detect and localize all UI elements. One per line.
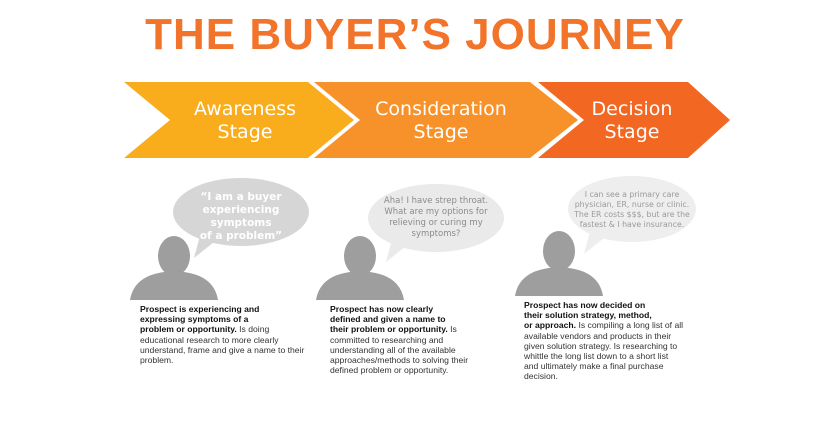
- desc-bold-line: Prospect is experiencing and: [140, 304, 260, 314]
- stage-description-awareness: Prospect is experiencing and expressing …: [140, 304, 308, 365]
- bubble-line: The ER costs $$$, but are the: [574, 210, 690, 219]
- stage-label-decision: Decision Stage: [582, 98, 682, 144]
- bubble-line: experiencing symptoms: [202, 204, 280, 229]
- speech-bubble-decision: [568, 176, 696, 254]
- person-icon-awareness: [130, 236, 218, 300]
- person-icon-decision: [515, 231, 603, 296]
- stage-arrow-awareness: [124, 82, 354, 158]
- bubble-line: I can see a primary care: [584, 190, 680, 199]
- desc-body: Is committed to researching and understa…: [330, 324, 469, 376]
- stage-title: Consideration: [375, 98, 507, 120]
- bubble-line: What are my options for: [384, 207, 488, 217]
- desc-bold-line: problem or opportunity.: [140, 324, 237, 335]
- desc-bold-line: Prospect has now clearly: [330, 304, 434, 314]
- stage-title: Decision: [591, 98, 673, 120]
- bubble-line: symptoms?: [411, 229, 461, 239]
- stage-arrow-decision: [538, 82, 730, 158]
- desc-bold-line: Prospect has now decided on: [524, 300, 646, 310]
- stage-subtitle: Stage: [413, 121, 469, 143]
- bubble-line: physician, ER, nurse or clinic.: [574, 200, 690, 209]
- bubble-quote-decision: I can see a primary care physician, ER, …: [570, 190, 694, 230]
- desc-body: Is compiling a long list of all availabl…: [524, 320, 684, 382]
- stage-title: Awareness: [193, 98, 297, 120]
- page-title: THE BUYER’S JOURNEY: [145, 10, 685, 59]
- desc-bold-line: defined and given a name to: [330, 314, 446, 325]
- bubble-line: fastest & I have insurance.: [579, 220, 685, 229]
- desc-bold-line: their solution strategy, method,: [524, 310, 652, 321]
- bubble-quote-awareness: “I am a buyer experiencing symptoms of a…: [176, 191, 306, 243]
- person-icon-consideration: [316, 236, 404, 300]
- speech-bubble-consideration: [368, 184, 504, 262]
- stage-arrow-consideration: [314, 82, 578, 158]
- stage-description-decision: Prospect has now decided on their soluti…: [524, 300, 684, 382]
- bubble-line: “I am a buyer: [200, 191, 282, 203]
- desc-bold-line: or approach.: [524, 320, 577, 331]
- stage-description-consideration: Prospect has now clearly defined and giv…: [330, 304, 490, 375]
- stage-label-awareness: Awareness Stage: [185, 98, 305, 144]
- desc-body: Is doing educational research to more cl…: [140, 324, 305, 366]
- stage-subtitle: Stage: [217, 121, 273, 143]
- bubble-line: of a problem”: [199, 230, 283, 242]
- desc-bold-line: expressing symptoms of a: [140, 314, 249, 325]
- desc-bold-line: their problem or opportunity.: [330, 324, 448, 335]
- bubble-line: relieving or curing my: [389, 218, 483, 228]
- stage-label-consideration: Consideration Stage: [366, 98, 516, 144]
- bubble-quote-consideration: Aha! I have strep throat. What are my op…: [372, 196, 500, 240]
- bubble-line: Aha! I have strep throat.: [383, 196, 489, 206]
- stage-subtitle: Stage: [604, 121, 660, 143]
- speech-bubble-awareness: [173, 178, 309, 258]
